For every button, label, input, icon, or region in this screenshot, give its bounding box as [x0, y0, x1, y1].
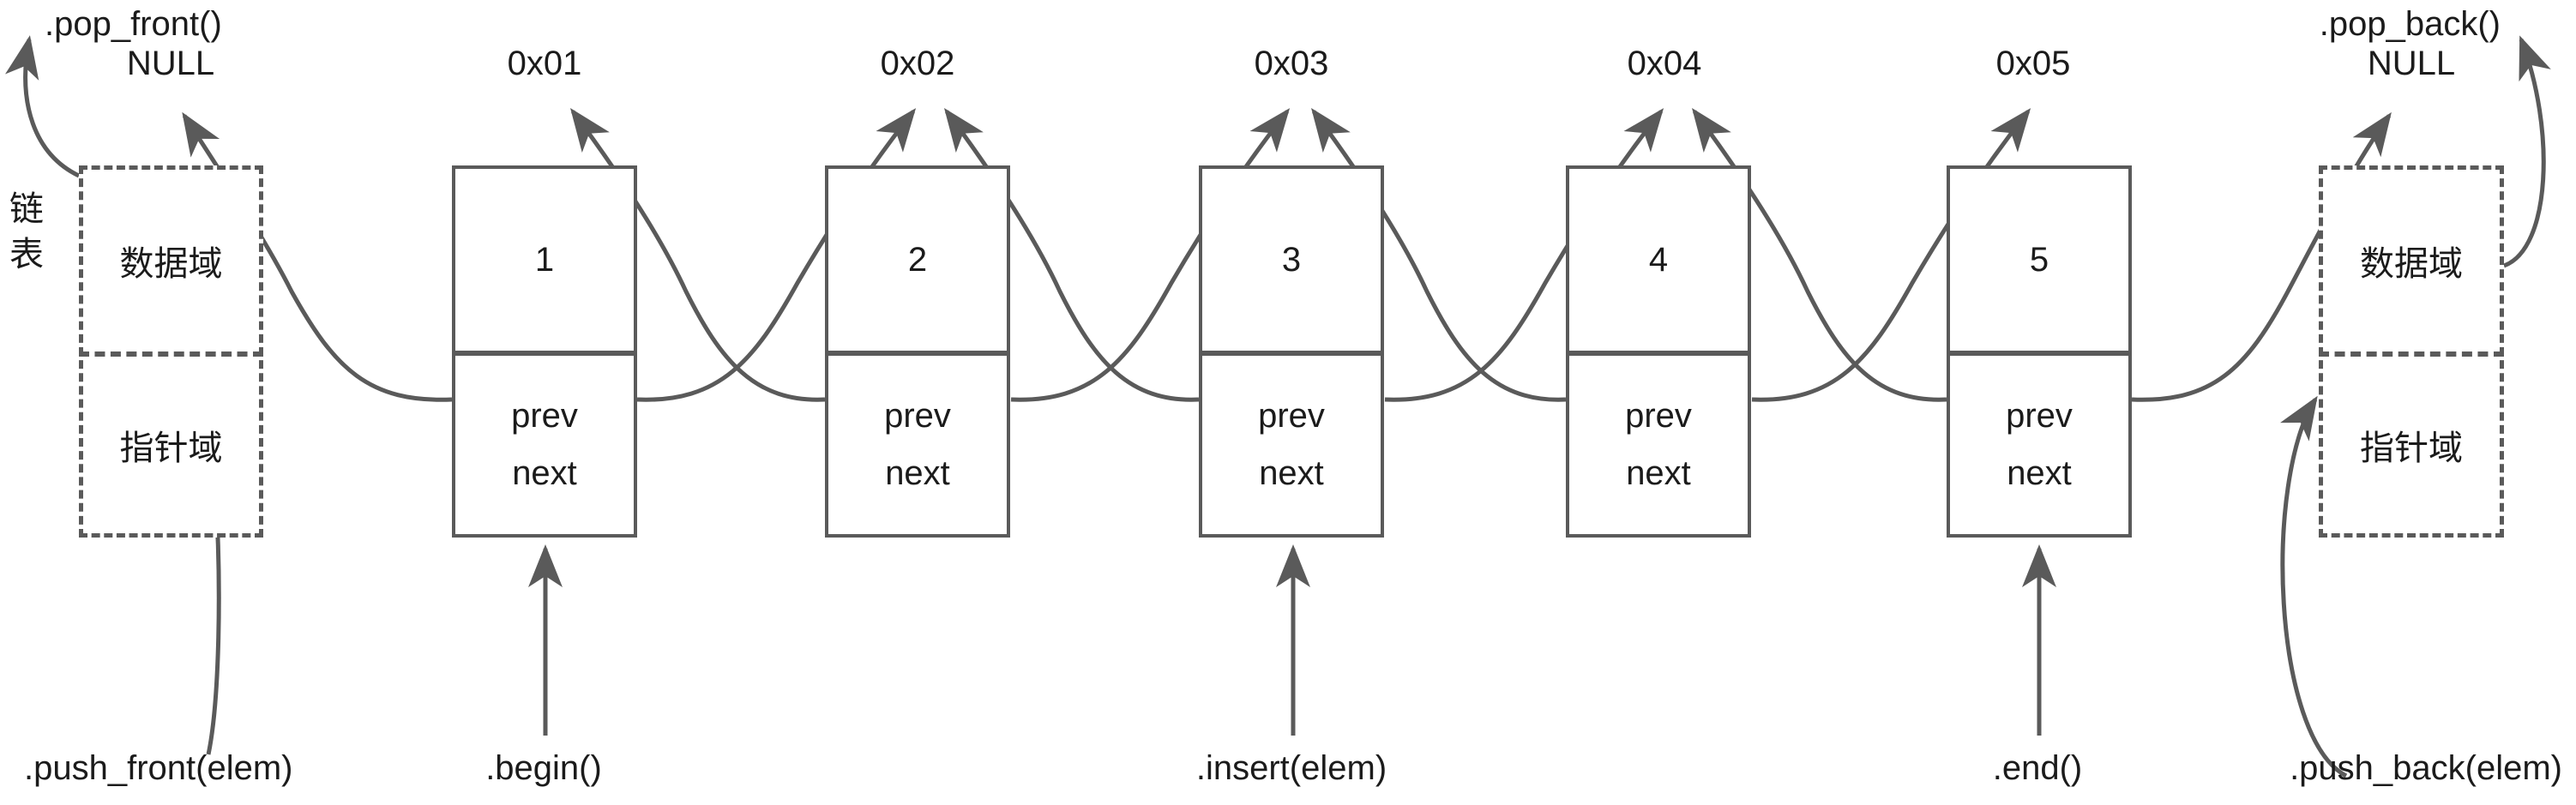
node-3-next-label: next	[1626, 454, 1691, 492]
node-2-divider	[1202, 351, 1381, 356]
node-0-value: 1	[534, 240, 555, 279]
insert-label: .insert(elem)	[1195, 749, 1387, 787]
begin-label: .begin()	[485, 749, 602, 787]
sentinel-right-divider	[2319, 351, 2504, 357]
node-1-value: 2	[907, 240, 928, 279]
node-2-pointers: prev next	[1202, 356, 1381, 534]
node-4-prev-label: prev	[2006, 397, 2073, 435]
sentinel-left-null-label: NULL	[126, 45, 215, 82]
node-4-pointers: prev next	[1950, 356, 2128, 534]
node-1-next-label: next	[885, 454, 950, 492]
node-0-divider	[455, 351, 634, 356]
sentinel-left-data-field: 数据域	[119, 245, 223, 283]
node-address-2: 0x03	[1254, 45, 1329, 82]
node-0-pointers: prev next	[455, 356, 634, 534]
node-3-pointers: prev next	[1569, 356, 1748, 534]
sentinel-right-node: 数据域 指针域	[2319, 165, 2504, 538]
pop-front-label: .pop_front()	[45, 5, 222, 43]
node-address-3: 0x04	[1627, 45, 1702, 82]
node-4-divider	[1950, 351, 2128, 356]
node-3-divider	[1569, 351, 1748, 356]
sentinel-right-data-field: 数据域	[2360, 245, 2463, 283]
node-3-prev-label: prev	[1625, 397, 1692, 435]
node-address-0: 0x01	[507, 45, 582, 82]
node-2-prev-label: prev	[1258, 397, 1325, 435]
end-label: .end()	[1992, 749, 2083, 787]
node-4-value: 5	[2029, 240, 2049, 279]
sentinel-left-pointer-field: 指针域	[119, 430, 223, 467]
pop-back-connector	[2503, 35, 2551, 268]
sentinel-right-pointer-field: 指针域	[2360, 430, 2463, 467]
node-0-next-label: next	[512, 454, 577, 492]
pop-front-connector	[5, 35, 81, 178]
node-address-1: 0x02	[880, 45, 955, 82]
list-label: 链 表	[9, 190, 44, 273]
node-1: 2 prev next	[825, 165, 1010, 538]
sentinel-left-node: 数据域 指针域	[79, 165, 263, 538]
node-4: 5 prev next	[1947, 165, 2132, 538]
push-front-label: .push_front(elem)	[24, 749, 293, 787]
node-3-value: 4	[1648, 240, 1669, 279]
node-2-next-label: next	[1259, 454, 1324, 492]
pop-back-label: .pop_back()	[2319, 5, 2501, 43]
node-3: 4 prev next	[1566, 165, 1751, 538]
node-2-value: 3	[1281, 240, 1302, 279]
node-4-next-label: next	[2007, 454, 2072, 492]
node-address-4: 0x05	[1995, 45, 2071, 82]
node-2: 3 prev next	[1199, 165, 1384, 538]
node-0: 1 prev next	[452, 165, 637, 538]
sentinel-right-null-label: NULL	[2367, 45, 2456, 82]
push-back-label: .push_back(elem)	[2290, 749, 2562, 787]
sentinel-left-divider	[79, 351, 263, 357]
node-1-divider	[828, 351, 1007, 356]
node-1-prev-label: prev	[884, 397, 951, 435]
node-1-pointers: prev next	[828, 356, 1007, 534]
node-0-prev-label: prev	[511, 397, 578, 435]
